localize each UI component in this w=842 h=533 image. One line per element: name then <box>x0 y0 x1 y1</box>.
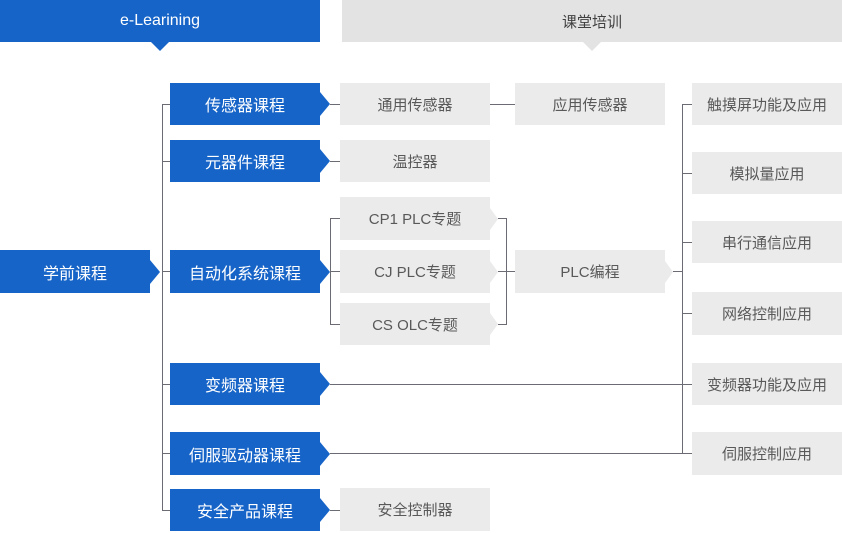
classroom-box-analog: 模拟量应用 <box>692 152 842 194</box>
course-label: 元器件课程 <box>204 155 285 172</box>
topic-box-general-sensor: 通用传感器 <box>340 83 490 125</box>
classroom-box-servo-app: 伺服控制应用 <box>692 432 842 475</box>
root-course-box: 学前课程 <box>0 250 160 293</box>
course-box-servo: 伺服驱动器课程 <box>170 432 330 475</box>
connector-tick <box>498 324 506 325</box>
arrow-right-icon <box>490 207 498 230</box>
connector-tick <box>162 161 170 162</box>
classroom-header-down-arrow-icon <box>583 42 601 51</box>
connector-tick <box>330 271 340 272</box>
connector-tick <box>682 104 692 105</box>
classroom-training-header: 课堂培训 <box>342 0 842 42</box>
connector-line <box>506 271 515 272</box>
connector-line <box>673 271 682 272</box>
arrow-right-icon <box>320 259 330 284</box>
course-label: 安全产品课程 <box>196 504 293 521</box>
topic-label: CJ PLC专题 <box>374 264 456 281</box>
classroom-label: 变频器功能及应用 <box>706 376 827 394</box>
classroom-label: 伺服控制应用 <box>721 446 812 463</box>
connector-line <box>330 384 682 385</box>
course-label: 伺服驱动器课程 <box>188 447 301 465</box>
connector-left-trunk <box>162 104 163 510</box>
course-box-safety: 安全产品课程 <box>170 489 330 531</box>
connector-tick <box>162 384 170 385</box>
connector-tick <box>162 104 170 105</box>
arrow-right-icon <box>150 259 160 284</box>
elearning-header-label: e-Learining <box>119 12 201 29</box>
connector-tick <box>682 453 692 454</box>
arrow-right-icon <box>320 441 330 466</box>
connector-line <box>330 161 340 162</box>
connector-tick <box>162 453 170 454</box>
classroom-box-network: 网络控制应用 <box>692 292 842 335</box>
connector-line <box>330 104 340 105</box>
topic-label: CP1 PLC专题 <box>368 211 462 228</box>
connector-tick <box>162 271 170 272</box>
topic-label: CS OLC专题 <box>372 316 458 334</box>
connector-tick <box>682 313 692 314</box>
classroom-training-header-label: 课堂培训 <box>561 13 622 31</box>
connector-line <box>330 510 340 511</box>
arrow-right-icon <box>490 260 498 283</box>
classroom-box-serial: 串行通信应用 <box>692 221 842 263</box>
connector-tick <box>498 218 506 219</box>
elearning-header-down-arrow-icon <box>151 42 169 51</box>
elearning-header: e-Learining <box>0 0 320 42</box>
connector-tick <box>330 218 340 219</box>
arrow-right-icon <box>320 149 330 173</box>
course-label: 变频器课程 <box>204 378 285 395</box>
classroom-box-hmi: 触摸屏功能及应用 <box>692 83 842 125</box>
connector-line <box>490 104 515 105</box>
topic-box-temp-controller: 温控器 <box>340 140 490 182</box>
connector-right-trunk <box>682 104 683 453</box>
connector-tick <box>330 324 340 325</box>
topic-box-safety-controller: 安全控制器 <box>340 488 490 531</box>
connector-tick <box>682 173 692 174</box>
arrow-right-icon <box>320 372 330 396</box>
course-box-automation: 自动化系统课程 <box>170 250 330 293</box>
connector-line <box>330 453 682 454</box>
course-box-components: 元器件课程 <box>170 140 330 182</box>
topic-label: 通用传感器 <box>377 96 453 114</box>
classroom-box-inverter-app: 变频器功能及应用 <box>692 363 842 405</box>
arrow-right-icon <box>320 92 330 116</box>
course-label: 传感器课程 <box>204 98 285 115</box>
topic-box-plc-programming: PLC编程 <box>515 250 673 293</box>
topic-label: PLC编程 <box>560 264 620 281</box>
connector-tick <box>682 242 692 243</box>
topic-label: 应用传感器 <box>552 96 628 114</box>
classroom-label: 串行通信应用 <box>721 234 812 252</box>
arrow-right-icon <box>320 498 330 522</box>
course-box-inverter: 变频器课程 <box>170 363 330 405</box>
classroom-label: 模拟量应用 <box>729 165 805 183</box>
topic-label: 温控器 <box>392 153 438 171</box>
connector-tick <box>162 510 170 511</box>
root-course-label: 学前课程 <box>42 265 107 283</box>
course-box-sensor: 传感器课程 <box>170 83 330 125</box>
classroom-label: 网络控制应用 <box>721 306 812 323</box>
topic-box-cp1-plc: CP1 PLC专题 <box>340 197 498 240</box>
topic-label: 安全控制器 <box>377 502 453 519</box>
classroom-label: 触摸屏功能及应用 <box>706 96 827 114</box>
topic-box-cs-olc: CS OLC专题 <box>340 303 498 345</box>
arrow-right-icon <box>665 260 673 283</box>
course-label: 自动化系统课程 <box>188 265 301 283</box>
topic-box-cj-plc: CJ PLC专题 <box>340 250 498 293</box>
connector-tick <box>498 271 506 272</box>
arrow-right-icon <box>490 313 498 335</box>
topic-box-applied-sensor: 应用传感器 <box>515 83 665 125</box>
connector-tick <box>682 384 692 385</box>
